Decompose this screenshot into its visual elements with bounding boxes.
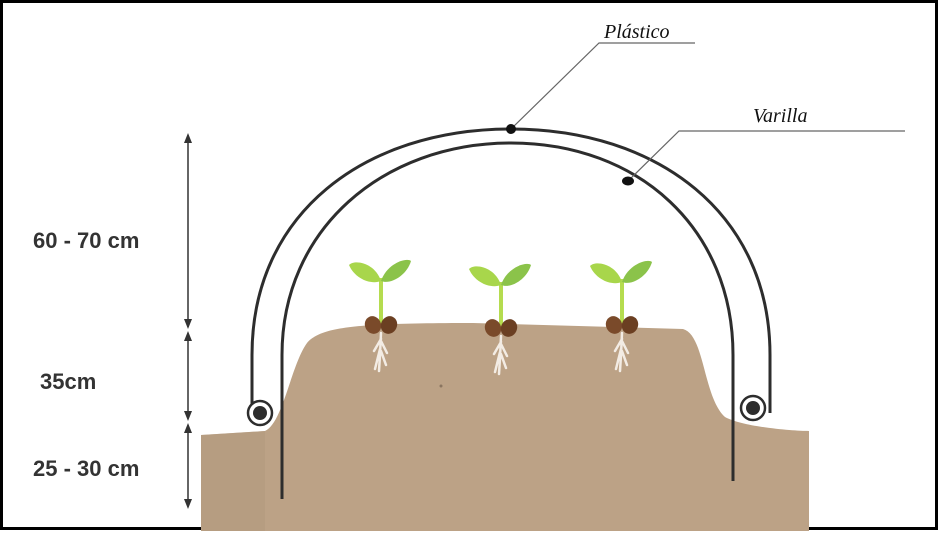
plastic-label: Plástico	[604, 21, 670, 43]
soil-shadow	[201, 431, 265, 531]
anchor-ring-icon	[246, 399, 274, 427]
hoop-tunnel-diagram	[184, 42, 905, 531]
dimension-arrow-icon	[184, 331, 192, 421]
rod-arch	[280, 141, 735, 499]
depth-label: 25 - 30 cm	[33, 456, 140, 481]
soil-speck	[439, 384, 443, 388]
dimension-arrow-icon	[184, 423, 192, 509]
seedling-icon	[349, 259, 411, 373]
rod-callout-line	[622, 130, 905, 186]
seedling-icon	[469, 263, 531, 376]
rod-label: Varilla	[753, 105, 808, 127]
seedling-icon	[590, 260, 652, 373]
ground-soil	[201, 323, 809, 531]
anchor-ring-icon	[739, 394, 767, 422]
plastic-callout-line	[506, 42, 695, 134]
bed-height-label: 35cm	[40, 369, 97, 394]
arch-height-label: 60 - 70 cm	[33, 228, 140, 253]
dimension-arrow-icon	[184, 133, 192, 329]
